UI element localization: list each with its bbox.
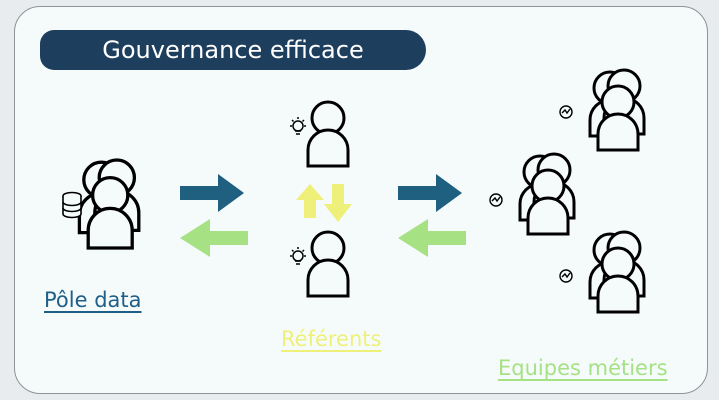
equipe-group-top (590, 70, 644, 150)
arrow-right-dark-2 (398, 174, 462, 212)
lightbulb-icon (290, 117, 306, 135)
arrow-left-green-1 (180, 219, 248, 257)
equipe-group-middle (520, 154, 574, 234)
lightbulb-icon (290, 247, 306, 265)
arrow-down-yellow (324, 184, 352, 222)
database-icon (62, 191, 82, 219)
referent-person-bottom (306, 230, 350, 298)
referent-person-top (306, 100, 350, 168)
chart-icon (489, 193, 503, 207)
chart-icon (559, 105, 573, 119)
label-equipes-metiers: Equipes métiers (498, 356, 668, 380)
pole-data-group (79, 160, 138, 248)
label-referents: Référents (281, 327, 382, 351)
arrow-right-dark-1 (180, 174, 244, 212)
page-title: Gouvernance efficace (40, 30, 426, 70)
equipe-group-bottom (590, 232, 644, 312)
chart-icon (559, 269, 573, 283)
label-pole-data: Pôle data (44, 288, 142, 312)
arrow-up-yellow (296, 184, 324, 218)
arrow-left-green-2 (398, 219, 466, 257)
